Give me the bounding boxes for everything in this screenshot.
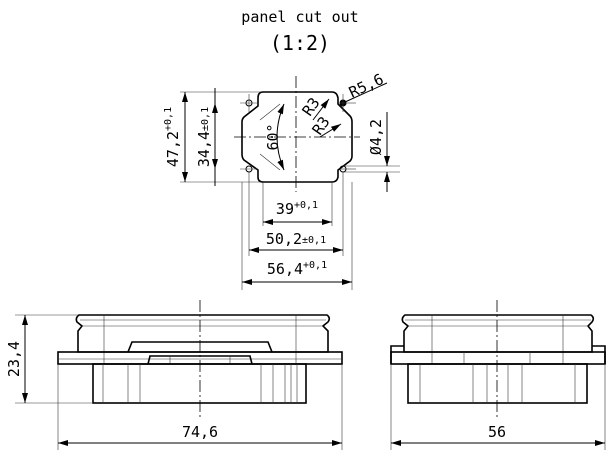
- drawing-title: panel cut out: [241, 8, 358, 26]
- dim-outer-width: 56,4: [267, 260, 303, 278]
- front-view: 56: [390, 300, 606, 450]
- dim-radius-r5-6: R5,6: [346, 70, 386, 102]
- svg-text:47,2+0,1: 47,2+0,1: [163, 107, 182, 167]
- svg-text:50,2±0,1: 50,2±0,1: [266, 230, 326, 248]
- drawing-scale: (1:2): [270, 31, 330, 55]
- svg-text:56,4+0,1: 56,4+0,1: [267, 260, 327, 278]
- dim-cutout-height: 47,2: [164, 131, 182, 167]
- dim-side-width: 74,6: [182, 423, 218, 441]
- dim-hole-width: 50,2: [266, 230, 302, 248]
- dim-hole-diameter: Ø4,2: [367, 119, 385, 155]
- panel-cutout-view: 47,2+0,1 34,4±0,1 60° R3 R3 R5,6 Ø4,2 39…: [163, 70, 400, 290]
- dim-front-width: 56: [488, 423, 506, 441]
- svg-text:39+0,1: 39+0,1: [276, 200, 318, 218]
- dim-angle: 60°: [264, 123, 282, 150]
- dim-inner-width: 39: [276, 200, 294, 218]
- svg-text:34,4±0,1: 34,4±0,1: [195, 107, 213, 167]
- dim-hole-height: 34,4: [195, 131, 213, 167]
- side-view: 23,4 74,6: [5, 300, 343, 450]
- dim-side-height: 23,4: [5, 341, 23, 377]
